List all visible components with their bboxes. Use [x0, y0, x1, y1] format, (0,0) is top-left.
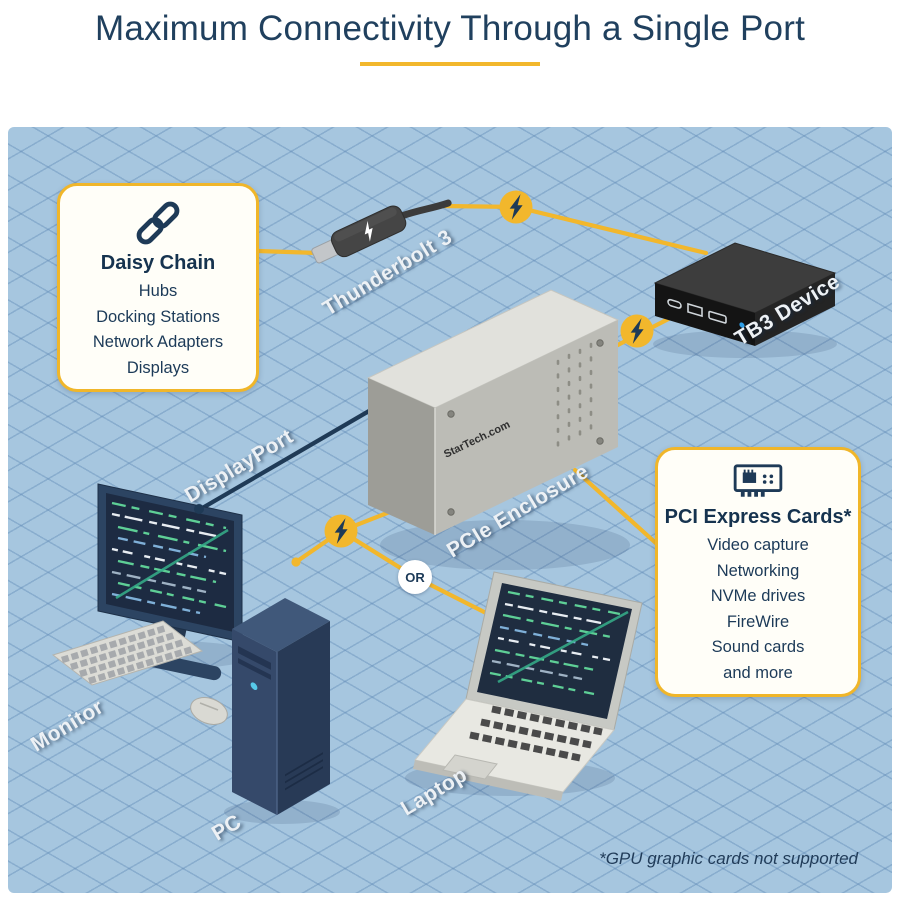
callout-item: Video capture	[707, 536, 809, 554]
pci-cards-title: PCI Express Cards*	[664, 506, 852, 528]
bolt-badge-device	[620, 314, 654, 348]
usb-a-port	[687, 302, 703, 318]
pc-tower	[232, 598, 330, 815]
callout-item: NVMe drives	[710, 587, 806, 606]
thunderbolt-cable	[311, 199, 452, 264]
pc-drive-bay-2	[238, 658, 271, 680]
mouse	[190, 697, 228, 725]
callout-item: FireWire	[726, 612, 790, 631]
tb3-device-ports	[667, 298, 745, 328]
enclosure-front-face	[435, 320, 618, 535]
pcie-enclosure: StarTech.com	[366, 289, 620, 535]
hdmi-port	[708, 310, 727, 324]
bolt-badge-host	[324, 514, 358, 548]
footnote: *GPU graphic cards not supported	[599, 849, 858, 868]
callout-item: and more	[723, 663, 793, 682]
chain-link-icon	[136, 201, 180, 245]
line-daisychain-to-cable	[255, 248, 321, 256]
line-enclosure-to-laptop	[336, 505, 493, 618]
keyboard	[51, 620, 204, 686]
callout-item: Sound cards	[711, 638, 805, 657]
mouse-body	[190, 697, 228, 725]
page-title: Maximum Connectivity Through a Single Po…	[94, 9, 805, 48]
enclosure-vents	[556, 342, 593, 454]
pc-power-button	[250, 682, 258, 691]
laptop-trackpad	[442, 754, 498, 780]
power-led	[739, 322, 745, 328]
callout-item: Displays	[126, 358, 190, 377]
pci-cards-callout: PCI Express Cards* Video capture Network…	[655, 447, 861, 697]
pc-endpoint-dot	[291, 557, 301, 567]
thunderbolt-bolt-badges	[324, 190, 654, 548]
or-badge: OR	[398, 560, 432, 594]
displayport-endpoint-dot	[194, 504, 204, 514]
pc-vents	[285, 752, 323, 791]
pc-drive-bay	[238, 646, 271, 670]
enclosure-screws	[447, 339, 604, 516]
laptop-screen-streak	[497, 610, 629, 684]
enclosure-left-face	[368, 378, 435, 535]
daisy-chain-callout: Daisy Chain Hubs Docking Stations Networ…	[57, 183, 259, 392]
callout-item: Hubs	[138, 282, 178, 300]
pc-front-details	[238, 646, 271, 691]
pc-side-face	[277, 621, 330, 815]
keyboard-keys	[61, 624, 194, 685]
callout-item: Network Adapters	[92, 333, 224, 352]
pci-card-icon	[733, 464, 783, 497]
tb3-device-side	[755, 273, 835, 346]
monitor-screen-code	[111, 501, 227, 615]
line-cable-to-tb3-device	[441, 203, 709, 256]
title-underline	[360, 62, 540, 66]
laptop	[413, 571, 643, 801]
daisy-chain-title: Daisy Chain	[100, 252, 216, 274]
laptop-keys	[469, 705, 603, 762]
tb3-device-front	[655, 283, 755, 346]
cable-cord	[397, 199, 452, 220]
monitor	[97, 483, 243, 681]
mouse-button-line	[199, 702, 219, 711]
pc-top	[232, 598, 330, 652]
tb3-device	[653, 242, 837, 346]
monitor-screen-streak	[115, 528, 229, 600]
callout-item: Networking	[716, 561, 800, 580]
callout-item: Docking Stations	[96, 307, 220, 326]
cable-body-highlight	[334, 207, 397, 242]
monitor-screen	[106, 493, 234, 632]
usb-c-port	[667, 298, 682, 309]
displayport-line	[196, 408, 372, 513]
bolt-badge-cable	[499, 190, 533, 224]
line-enclosure-to-pci-callout	[572, 467, 661, 548]
